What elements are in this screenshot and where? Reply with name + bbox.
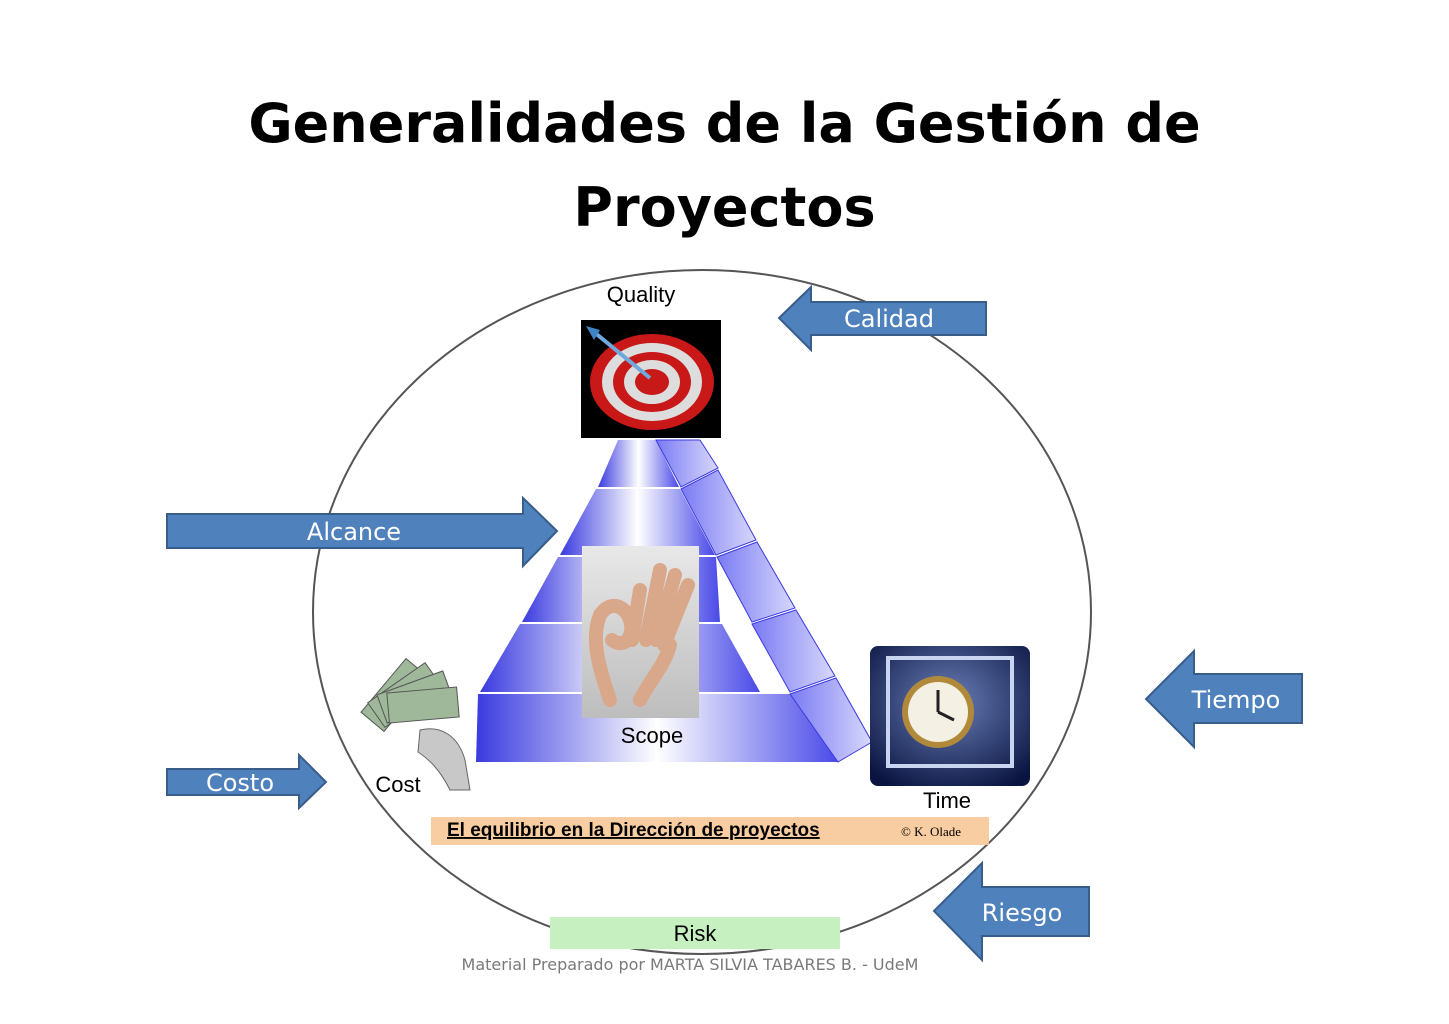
calidad-label: Calidad (844, 305, 934, 333)
time-label: Time (923, 788, 971, 813)
risk-label: Risk (674, 921, 718, 946)
balance-banner: El equilibrio en la Dirección de proyect… (431, 817, 989, 845)
banner-text: El equilibrio en la Dirección de proyect… (447, 820, 820, 841)
title-line-1: Generalidades de la Gestión de (248, 92, 1201, 155)
tiempo-arrow: Tiempo (1144, 648, 1303, 750)
balance-ellipse (312, 269, 1092, 955)
cost-label: Cost (375, 772, 420, 797)
clock-image (870, 646, 1030, 786)
scope-label: Scope (621, 723, 683, 748)
costo-arrow: Costo (166, 752, 328, 811)
calidad-arrow: Calidad (777, 284, 987, 353)
riesgo-arrow: Riesgo (932, 860, 1090, 963)
target-image (581, 320, 721, 438)
tiempo-label: Tiempo (1191, 686, 1281, 714)
page-title: Generalidades de la Gestión de Proyectos (0, 82, 1449, 250)
money-hand-image (360, 657, 471, 791)
banner-credit: © K. Olade (901, 824, 961, 839)
risk-box: Risk (550, 917, 840, 949)
riesgo-label: Riesgo (982, 899, 1063, 927)
alcance-label: Alcance (307, 518, 401, 546)
costo-label: Costo (206, 769, 274, 797)
footer-credit: Material Preparado por MARTA SILVIA TABA… (461, 955, 919, 974)
title-line-2: Proyectos (573, 176, 876, 239)
ok-hand-image (582, 546, 699, 718)
alcance-arrow: Alcance (166, 495, 559, 569)
quality-label: Quality (607, 282, 675, 307)
